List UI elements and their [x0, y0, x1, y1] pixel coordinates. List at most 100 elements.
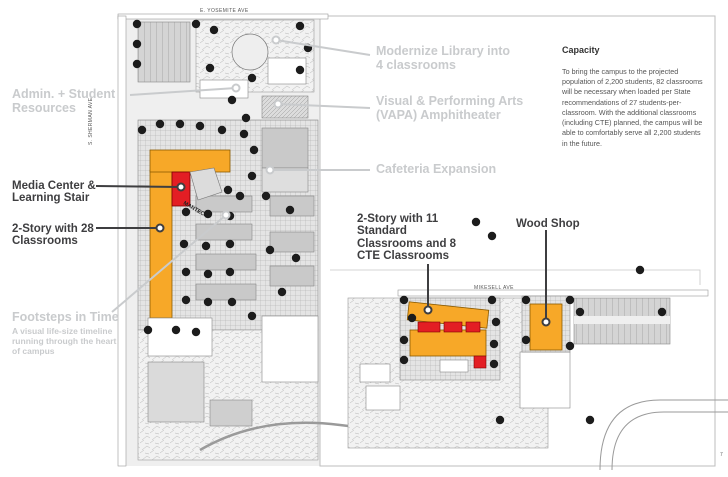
capacity-title: Capacity [562, 45, 600, 55]
tree [521, 335, 531, 345]
tree [471, 217, 481, 227]
tree [247, 73, 257, 83]
tree [227, 95, 237, 105]
wing-1 [195, 195, 253, 213]
label-admin: Admin. + Student Resources [12, 87, 116, 115]
tree [657, 307, 667, 317]
tree [291, 253, 301, 263]
tree [489, 339, 499, 349]
tree [132, 39, 142, 49]
tree [175, 119, 185, 129]
tree [181, 207, 191, 217]
label-11-classrooms: 2-Story with 11 Standard Classrooms and … [357, 213, 457, 263]
marker-28-classrooms [155, 223, 165, 233]
parking-lot-north [137, 21, 191, 83]
east-building-c [439, 359, 469, 373]
label-footsteps: Footsteps in Time [12, 310, 119, 324]
tree [155, 119, 165, 129]
tree [487, 231, 497, 241]
tree [521, 295, 531, 305]
tree [191, 327, 201, 337]
building-south-a [209, 399, 253, 427]
callout-line-footsteps [111, 214, 227, 313]
east-building-d [519, 351, 571, 409]
tree [407, 313, 417, 323]
tree [217, 125, 227, 135]
marker-admin [231, 83, 241, 93]
tree [205, 63, 215, 73]
tree [195, 121, 205, 131]
new-building-top [149, 149, 231, 173]
marker-library [271, 35, 281, 45]
tree [487, 295, 497, 305]
tree [491, 317, 501, 327]
tree [209, 25, 219, 35]
east-building-b [365, 385, 401, 411]
tree [227, 297, 237, 307]
label-footsteps-desc: A visual life-size timeline running thro… [12, 326, 117, 357]
tree [223, 185, 233, 195]
tree [171, 325, 181, 335]
learning-stair [189, 167, 223, 201]
label-28-classrooms: 2-Story with 28 Classrooms [12, 223, 94, 248]
cafeteria-expansion [261, 167, 309, 193]
wing-6 [269, 231, 315, 253]
tree [179, 239, 189, 249]
track-oval [599, 399, 728, 471]
tree [575, 307, 585, 317]
tree [132, 59, 142, 69]
parking-aisle [574, 316, 670, 324]
tree [635, 265, 645, 275]
tree [181, 267, 191, 277]
tree [132, 19, 142, 29]
tree [137, 125, 147, 135]
amphitheater [261, 95, 309, 119]
label-media-center: Media Center & Learning Stair [12, 180, 96, 205]
cte-classroom-2 [443, 321, 463, 333]
tree [265, 245, 275, 255]
wing-7 [269, 265, 315, 287]
tree [295, 65, 305, 75]
page-number: 7 [720, 452, 723, 458]
callout-line-library [275, 39, 371, 56]
tree [399, 355, 409, 365]
tree [143, 325, 153, 335]
callout-line-vapa [277, 103, 371, 109]
label-vapa: Visual & Performing Arts (VAPA) Amphithe… [376, 94, 524, 122]
tree [181, 295, 191, 305]
marker-vapa [273, 99, 283, 109]
tree [247, 311, 257, 321]
street-west [117, 15, 127, 467]
label-wood-shop: Wood Shop [516, 218, 580, 230]
tree-canopy [132, 19, 667, 425]
cte-building-lower [409, 329, 487, 357]
marker-cte [423, 305, 433, 315]
tree [225, 267, 235, 277]
tree [495, 415, 505, 425]
tree [225, 239, 235, 249]
tree [565, 341, 575, 351]
mikesell-street [397, 289, 709, 297]
street-label-middle: MIKESELL AVE [474, 285, 514, 291]
tree [235, 191, 245, 201]
tree [399, 335, 409, 345]
wing-2 [195, 223, 253, 241]
tree [249, 145, 259, 155]
tree [247, 171, 257, 181]
tree [585, 415, 595, 425]
marker-media [176, 182, 186, 192]
cte-classroom-1 [417, 321, 441, 333]
library-roof [231, 33, 269, 71]
callout-line-media [95, 185, 182, 188]
cte-classroom-3 [465, 321, 481, 333]
wing-3 [195, 253, 257, 271]
tree [489, 359, 499, 369]
tree [239, 129, 249, 139]
building-south-b [261, 315, 319, 383]
label-cafeteria: Cafeteria Expansion [376, 162, 497, 176]
tree [203, 297, 213, 307]
tree [201, 241, 211, 251]
label-library: Modernize Library into 4 classrooms [376, 44, 511, 72]
street-north [117, 13, 329, 20]
